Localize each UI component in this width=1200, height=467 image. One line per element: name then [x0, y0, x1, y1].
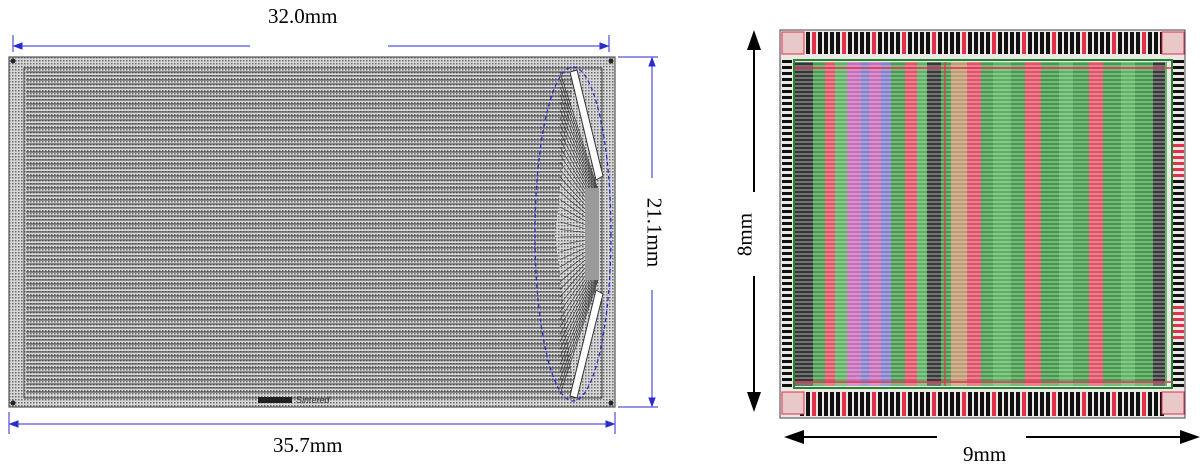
bond-pads: [781, 31, 1185, 416]
dimension-lines: [8, 35, 658, 434]
chip-layout-diagram: [747, 29, 1200, 444]
connector-slot-top: [569, 69, 604, 181]
dimension-label-width: 9mm: [963, 442, 1007, 466]
circuit-columns: [795, 62, 1165, 386]
trace-area: [23, 67, 603, 399]
left-layout-diagram: [8, 35, 658, 434]
routing-overlay: [793, 59, 1173, 389]
logo-text: Sintered: [296, 395, 330, 405]
dimension-label-top: 32.0mm: [268, 4, 338, 28]
board-logo: Sintered: [258, 395, 330, 405]
dimension-label-right: 21.1mm: [642, 197, 667, 268]
left-figure: Sintered 32.0mm 35.7mm 21.1mm: [8, 4, 667, 457]
trace-lines: [26, 71, 575, 393]
logo-mark: [258, 397, 292, 403]
fanout-lines: [559, 71, 599, 395]
fanout-region-ellipse: [534, 66, 612, 402]
height-arrow: [747, 30, 761, 412]
dimension-label-bottom: 35.7mm: [273, 433, 343, 457]
dimension-label-height: 8mm: [732, 212, 757, 257]
right-figure: 8mm 9mm: [690, 0, 1200, 467]
width-arrow: [784, 430, 1200, 444]
connector-slot-bottom: [569, 289, 604, 399]
